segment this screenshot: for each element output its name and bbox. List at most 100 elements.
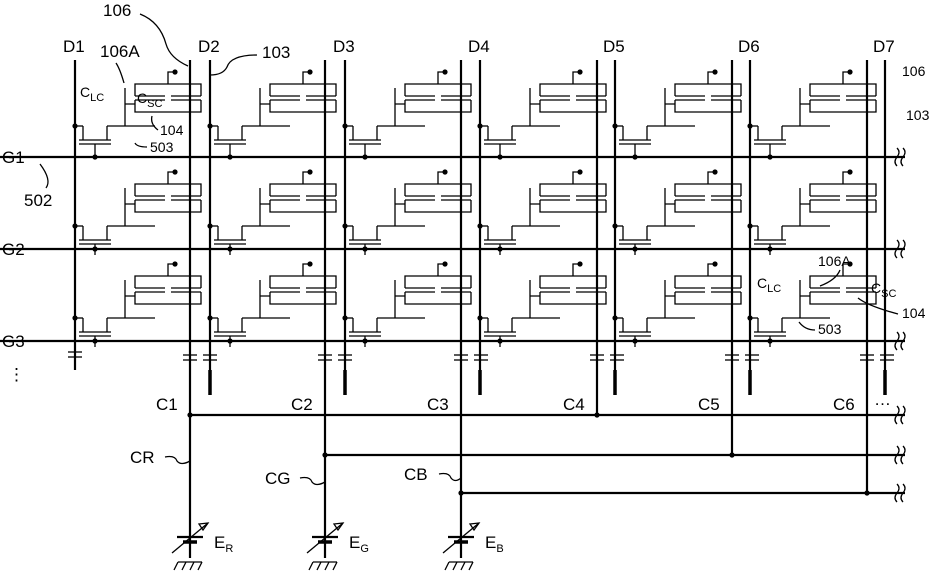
gate-dot xyxy=(92,338,97,343)
gate-dot xyxy=(227,246,232,251)
common-dot xyxy=(577,261,582,266)
ref-103-right: 103 xyxy=(906,107,930,123)
data-line-label: D1 xyxy=(63,37,85,56)
gate-line-label: G3 xyxy=(2,332,25,351)
source-label: ER xyxy=(214,533,233,555)
bus-label-cg: CG xyxy=(265,469,291,488)
common-line-label: C5 xyxy=(698,395,720,414)
common-dot xyxy=(442,69,447,74)
leader xyxy=(820,270,840,286)
tft-dot xyxy=(612,123,617,128)
junction-dot xyxy=(729,452,734,457)
data-line-label: D7 xyxy=(873,37,895,56)
ground-hatch xyxy=(174,562,202,570)
ellipsis-horizontal: … xyxy=(874,390,891,409)
cap-frame xyxy=(665,280,675,296)
gate-dot xyxy=(362,338,367,343)
leader xyxy=(300,478,325,485)
cap-frame xyxy=(530,280,540,296)
pixel-cell xyxy=(480,72,606,155)
cap-frame xyxy=(530,188,540,204)
common-dot xyxy=(307,261,312,266)
gate-dot xyxy=(227,154,232,159)
ref-503: 503 xyxy=(150,139,174,155)
gate-dot xyxy=(632,154,637,159)
cap-frame xyxy=(395,280,405,296)
junction-dot xyxy=(322,452,327,457)
leader xyxy=(439,474,461,481)
gate-dot xyxy=(362,154,367,159)
pixel-cell xyxy=(75,72,201,155)
ref-104: 104 xyxy=(160,122,184,138)
common-line-label: C6 xyxy=(833,395,855,414)
ground-hatch xyxy=(309,562,337,570)
pixel-cell xyxy=(750,72,876,155)
tft-dot xyxy=(207,123,212,128)
clc-label-right: CLC xyxy=(757,275,781,295)
leader xyxy=(140,14,188,66)
common-dot xyxy=(712,261,717,266)
common-line-label: C4 xyxy=(563,395,585,414)
cap-frame xyxy=(395,188,405,204)
tft-dot xyxy=(72,223,77,228)
ref-106-right: 106 xyxy=(902,63,926,79)
common-dot xyxy=(307,69,312,74)
tft-dot xyxy=(747,315,752,320)
gate-dot xyxy=(767,246,772,251)
tft-dot xyxy=(207,315,212,320)
leader xyxy=(116,63,124,83)
pixel-cell xyxy=(345,172,471,255)
ref-104-right: 104 xyxy=(902,305,926,321)
pixel-cell xyxy=(615,72,741,155)
csc-label-right: CSC xyxy=(871,280,896,300)
cap-top-loop xyxy=(135,184,201,196)
common-dot xyxy=(847,169,852,174)
tft-dot xyxy=(612,315,617,320)
cap-frame xyxy=(260,188,270,204)
tft-dot xyxy=(342,315,347,320)
common-dot xyxy=(442,261,447,266)
junction-dot xyxy=(187,412,192,417)
gate-dot xyxy=(227,338,232,343)
gate-dot xyxy=(632,246,637,251)
gate-dot xyxy=(497,338,502,343)
tft-dot xyxy=(72,315,77,320)
data-line-label: D6 xyxy=(738,37,760,56)
common-dot xyxy=(577,69,582,74)
pixel-cell xyxy=(210,172,336,255)
bus-label-cr: CR xyxy=(130,448,155,467)
cap-frame xyxy=(665,88,675,104)
tft-dot xyxy=(477,315,482,320)
pixel-cell xyxy=(615,172,741,255)
cap-frame xyxy=(665,188,675,204)
tft-dot xyxy=(612,223,617,228)
common-dot xyxy=(712,169,717,174)
common-dot xyxy=(577,169,582,174)
cap-frame xyxy=(125,280,135,296)
common-line-label: C1 xyxy=(156,395,178,414)
gate-line-label: G1 xyxy=(2,148,25,167)
junction-dot xyxy=(594,412,599,417)
gate-dot xyxy=(362,246,367,251)
cap-frame xyxy=(125,88,135,104)
gate-line-label: G2 xyxy=(2,240,25,259)
leader xyxy=(165,457,190,464)
leader xyxy=(152,116,158,130)
cap-frame xyxy=(800,280,810,296)
gate-dot xyxy=(497,246,502,251)
bus-lines xyxy=(0,60,905,570)
leader xyxy=(210,55,257,75)
leader xyxy=(799,322,815,330)
common-dot xyxy=(172,69,177,74)
gate-dot xyxy=(767,154,772,159)
tft-dot xyxy=(342,223,347,228)
tft-dot xyxy=(747,123,752,128)
common-dot xyxy=(172,169,177,174)
source-label: EG xyxy=(349,533,369,555)
cap-top-loop xyxy=(135,276,201,288)
tft-dot xyxy=(477,123,482,128)
pixel-cell xyxy=(750,264,876,347)
pixel-cell xyxy=(480,264,606,347)
data-line-label: D3 xyxy=(333,37,355,56)
